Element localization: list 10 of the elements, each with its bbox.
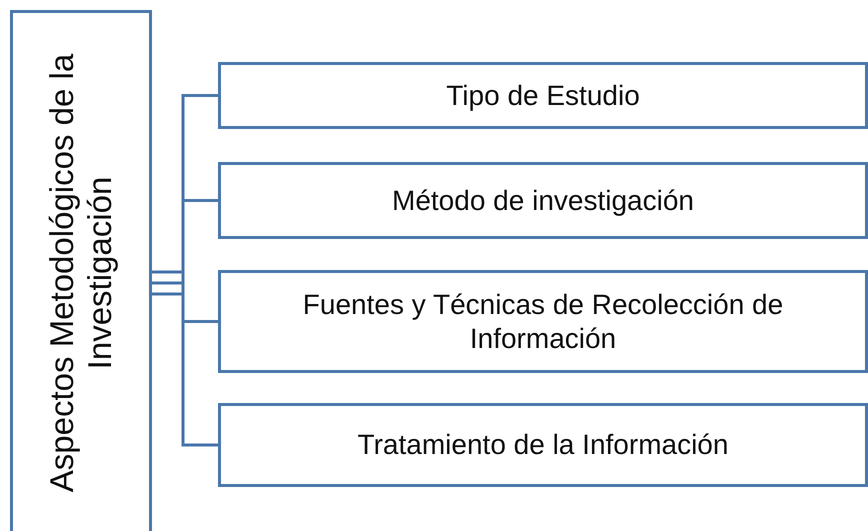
vertical-title-box	[10, 10, 152, 531]
process-box	[218, 403, 868, 487]
process-box	[218, 270, 868, 373]
box-label: Tratamiento de la Información	[356, 428, 730, 462]
box-label: Fuentes y Técnicas de Recolección de Información	[302, 288, 784, 356]
box-label: Método de investigación	[391, 184, 695, 218]
box-label: Tipo de Estudio	[445, 78, 641, 112]
process-box	[218, 162, 868, 239]
box-label: Aspectos Metodológicos de la Investigación	[43, 52, 119, 494]
process-box	[218, 62, 868, 129]
